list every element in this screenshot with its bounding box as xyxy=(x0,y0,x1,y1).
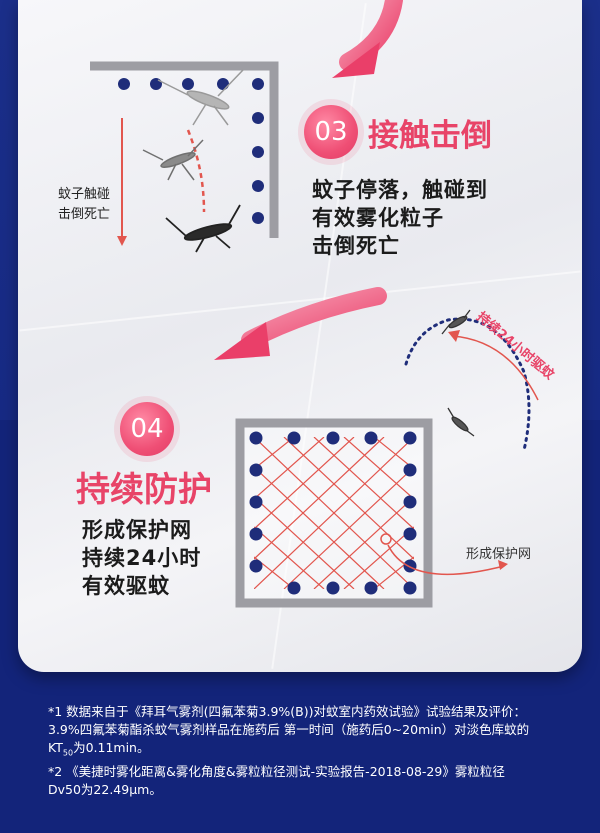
arrow-head-icon xyxy=(448,330,460,342)
step-4-line-2: 持续24小时 xyxy=(82,546,202,570)
repel-arc xyxy=(404,317,531,452)
knockdown-label-2: 击倒死亡 xyxy=(58,207,111,222)
step-3-line-1: 蚊子停落，触碰到 xyxy=(312,178,488,202)
footnote-2-line-1: *2 《美捷时雾化距离&雾化角度&雾粒粒径测试-实验报告-2018-08-29》… xyxy=(48,763,505,779)
content-card: 持续24小时驱蚊 03 接触击倒 蚊子停落，触碰到 有效雾化粒子 击倒死亡 蚊子… xyxy=(18,0,582,672)
step-4-title: 持续防护 xyxy=(76,470,212,510)
corner-frame xyxy=(90,61,279,238)
fall-path xyxy=(186,129,206,213)
footnotes: *1 数据来自于《拜耳气雾剂(四氟苯菊3.9%(B))对蚊室内药效试验》试验结果… xyxy=(48,703,583,799)
fall-arrow-icon xyxy=(117,118,127,246)
kt-subscript: 50 xyxy=(62,748,74,758)
particle-dots xyxy=(118,78,264,224)
arrow-head-icon xyxy=(498,560,508,570)
curved-arrow-icon xyxy=(214,287,387,360)
mosquito-icon xyxy=(447,407,475,437)
illustration-svg: 持续24小时驱蚊 xyxy=(90,0,558,608)
repel-arc-label: 持续24小时驱蚊 xyxy=(473,309,558,384)
particle-dots xyxy=(249,431,417,595)
footnote-1-line-1: *1 数据来自于《拜耳气雾剂(四氟苯菊3.9%(B))对蚊室内药效试验》试验结果… xyxy=(48,704,527,719)
callout-line xyxy=(387,544,505,576)
step-3-line-2: 有效雾化粒子 xyxy=(312,206,444,230)
curved-arrow-icon xyxy=(332,0,403,78)
mosquito-icon xyxy=(142,139,204,181)
step-3-line-3: 击倒死亡 xyxy=(312,234,400,258)
protection-net xyxy=(254,437,414,589)
mosquito-icon xyxy=(157,69,244,126)
step-4-line-3: 有效驱蚊 xyxy=(82,574,170,598)
knockdown-label-1: 蚊子触碰 xyxy=(58,187,111,202)
footnote-2-line-2: Dv50为22.49μm。 xyxy=(48,781,162,797)
kt-value: 为0.11min。 xyxy=(73,740,150,755)
step-3-title: 接触击倒 xyxy=(368,118,492,154)
kt-symbol: KT xyxy=(48,740,63,755)
net-label: 形成保护网 xyxy=(466,547,532,562)
repel-arrow-line xyxy=(451,335,539,401)
step-4-line-1: 形成保护网 xyxy=(82,518,192,542)
footnote-1-line-2: 3.9%四氟苯菊酯杀蚊气雾剂样品在施药后 第一时间（施药后0~20min）对淡色… xyxy=(48,722,530,737)
mosquito-icon xyxy=(441,309,471,335)
step-3-badge: 03 xyxy=(304,105,358,159)
footnote-1-line-3: KT50为0.11min。 xyxy=(48,739,583,763)
step-4-badge: 04 xyxy=(120,402,174,456)
callout-marker xyxy=(380,533,392,545)
mosquito-icon xyxy=(165,204,241,253)
